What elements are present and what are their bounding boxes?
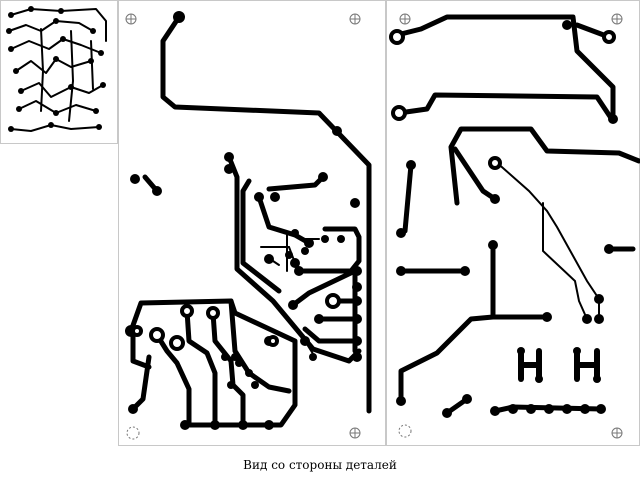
pcb-left-half (118, 0, 386, 446)
pcb-overview-thumbnail (0, 0, 118, 144)
right-traces (389, 13, 640, 439)
figure-caption: Вид со стороны деталей (243, 458, 397, 472)
left-traces (125, 11, 372, 440)
pcb-right-half (386, 0, 640, 446)
thumbnail-traces (6, 6, 107, 132)
